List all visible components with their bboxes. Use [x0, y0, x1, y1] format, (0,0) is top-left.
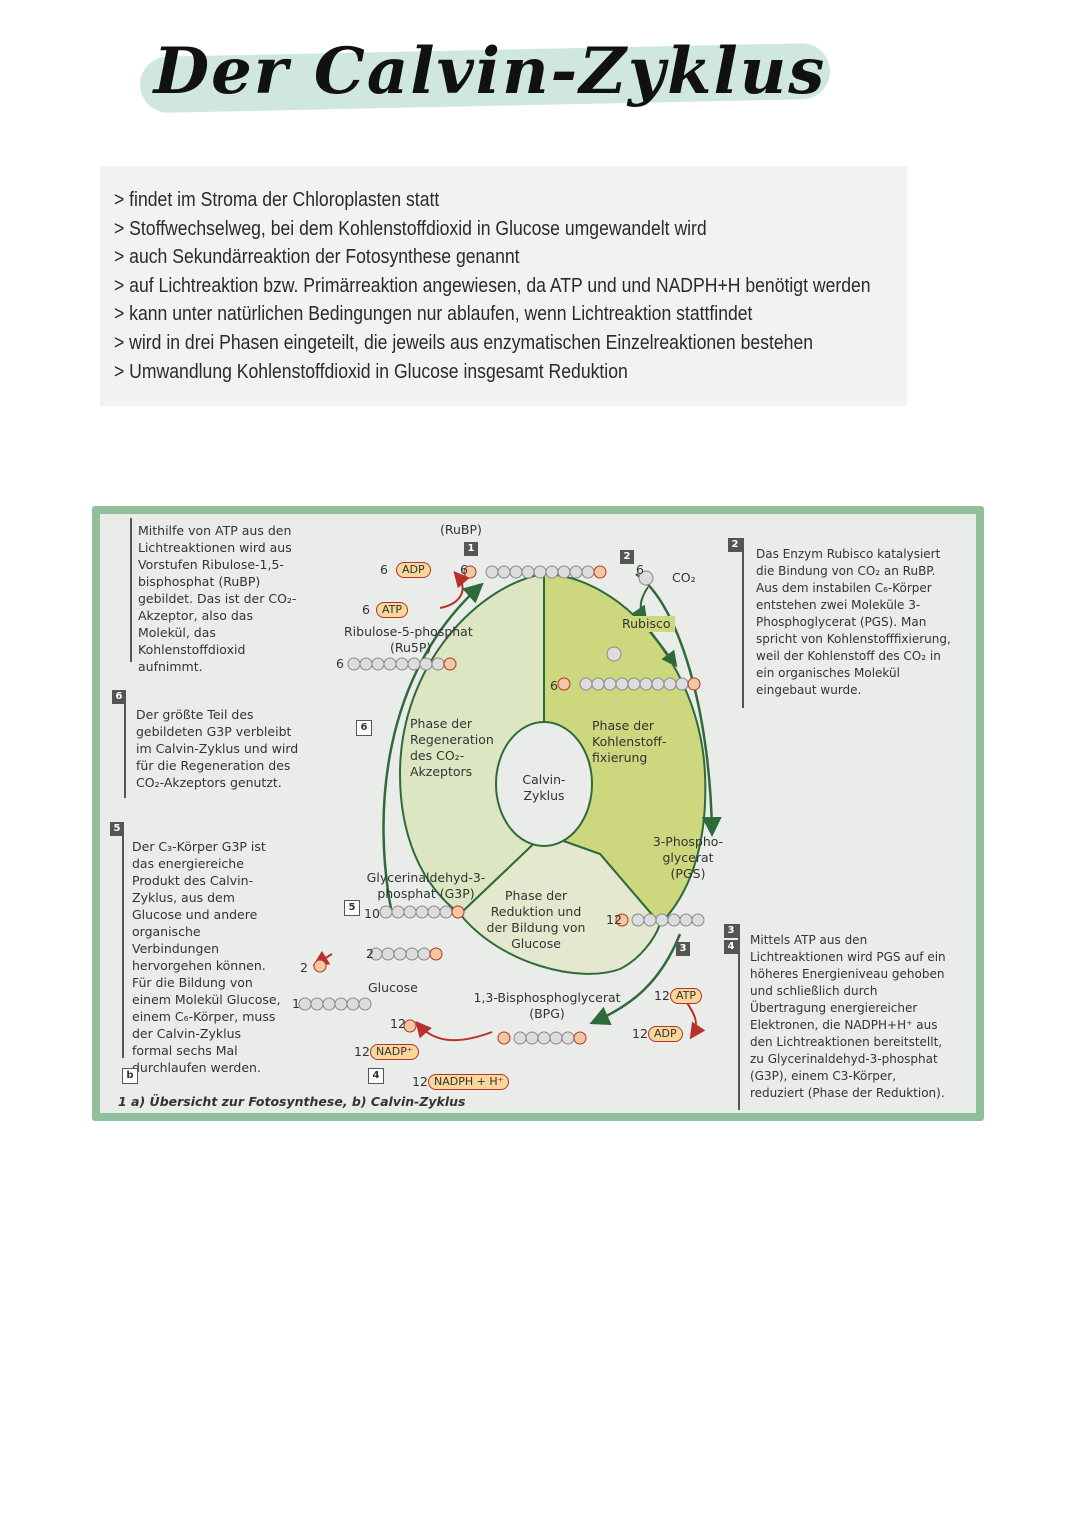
- atp-pill-reduction: ATP: [670, 988, 703, 1004]
- step-badge-4: 4: [368, 1068, 384, 1084]
- step-number-2: 2: [728, 538, 742, 552]
- count-twelve-nadp: 12: [354, 1044, 370, 1059]
- arrow-fixation: [635, 572, 722, 837]
- adp-pill-reduction: ADP: [648, 1026, 683, 1042]
- g3p-label: Glycerinaldehyd-3-phosphat (G3P): [366, 870, 486, 901]
- phosphate-beads: [313, 565, 701, 1045]
- adp-pill: ADP: [396, 562, 431, 578]
- co2-label: CO₂: [672, 570, 696, 585]
- notes-box: > findet im Stroma der Chloroplasten sta…: [100, 166, 907, 406]
- ru5p-label: Ribulose-5-phosphat: [344, 624, 473, 639]
- note-item: > Umwandlung Kohlenstoffdioxid in Glucos…: [114, 360, 628, 383]
- count-six-adp: 6: [380, 562, 388, 577]
- step-number-4: 4: [724, 940, 738, 954]
- phase-reduction-region: [458, 832, 662, 975]
- text-step-6: Der größte Teil des gebildeten G3P verbl…: [136, 707, 299, 790]
- figure-caption: 1 a) Übersicht zur Fotosynthese, b) Calv…: [118, 1094, 466, 1109]
- text-step-5: Der C₃-Körper G3P ist das energiereiche …: [132, 839, 281, 1075]
- text-bar: [742, 538, 744, 708]
- step-badge-1: 1: [464, 542, 478, 556]
- textbook-figure: Mithilfe von ATP aus den Lichtreaktionen…: [92, 506, 984, 1121]
- page-title: Der Calvin-Zyklus: [153, 34, 827, 109]
- count-six-c6: 6: [550, 678, 558, 693]
- count-six-ru5p: 6: [336, 656, 344, 671]
- glucose-label: Glucose: [368, 980, 418, 995]
- arrow-atp-reduction: [684, 999, 706, 1040]
- nadph-pill: NADPH + H⁺: [428, 1074, 510, 1090]
- arrow-atp-adp: [439, 570, 470, 609]
- step-number-6: 6: [112, 690, 126, 704]
- text-step-2: Das Enzym Rubisco katalysiert die Bindun…: [756, 547, 951, 697]
- note-item: > Stoffwechselweg, bei dem Kohlenstoffdi…: [114, 217, 707, 240]
- carbon-bead-co2: [606, 646, 622, 662]
- ru5p-abbr: (Ru5P): [390, 640, 432, 655]
- text-step-1: Mithilfe von ATP aus den Lichtreaktionen…: [138, 523, 297, 674]
- note-item: > findet im Stroma der Chloroplasten sta…: [114, 189, 440, 211]
- step-badge-2: 2: [620, 550, 634, 564]
- count-one-glucose: 1: [292, 996, 300, 1011]
- atp-pill: ATP: [376, 602, 409, 618]
- arrow-reduction: [589, 933, 682, 1026]
- note-item: > kann unter natürlichen Bedingungen nur…: [114, 303, 753, 326]
- count-twelve-p: 12: [390, 1016, 406, 1031]
- count-twelve-atp: 12: [654, 988, 670, 1003]
- count-ten: 10: [364, 906, 380, 921]
- rubp-label: (RuBP): [440, 522, 482, 537]
- arrow-regeneration: [382, 582, 484, 915]
- count-twelve-adp: 12: [632, 1026, 648, 1041]
- text-step-34: Mittels ATP aus den Lichtreaktionen wird…: [750, 933, 946, 1100]
- phase-fixation-label: Phase der Kohlenstoff-fixierung: [592, 718, 667, 765]
- count-six-rubp: 6: [460, 562, 468, 577]
- text-bar: [124, 690, 126, 798]
- count-two-p: 2: [300, 960, 308, 975]
- bpg-label: 1,3-Bisphosphoglycerat (BPG): [473, 990, 621, 1021]
- figure-page: Mithilfe von ATP aus den Lichtreaktionen…: [100, 514, 976, 1113]
- step-number-3: 3: [724, 924, 738, 938]
- title-area: Der Calvin-Zyklus: [130, 22, 850, 122]
- count-twelve-pgs: 12: [606, 912, 622, 927]
- pgs-label: 3-Phospho-glycerat (PGS): [652, 834, 724, 881]
- phase-regeneration-label: Phase der Regeneration des CO₂-Akzeptors: [410, 716, 494, 779]
- count-twelve-nadph: 12: [412, 1074, 428, 1089]
- step-number-5: 5: [110, 822, 124, 836]
- note-item: > wird in drei Phasen eingeteilt, die je…: [114, 331, 814, 354]
- count-six-atp: 6: [362, 602, 370, 617]
- center-circle: [495, 721, 593, 847]
- count-two-g3p: 2: [366, 946, 374, 961]
- note-item: > auch Sekundärreaktion der Fotosynthese…: [114, 246, 520, 269]
- calvin-cycle-diagram: [298, 565, 722, 1045]
- panel-letter: b: [122, 1068, 138, 1084]
- count-six-co2: 6: [636, 562, 644, 577]
- arrow-co2: [631, 586, 649, 623]
- phase-reduction-label: Phase der Reduktion und der Bildung von …: [486, 888, 586, 951]
- rubisco-label: Rubisco: [618, 616, 675, 632]
- text-bar: [122, 822, 124, 1058]
- molecule-chains: [298, 565, 705, 1045]
- co2-bead: [638, 570, 654, 586]
- center-label: Calvin-Zyklus: [522, 772, 566, 803]
- arrow-nadph: [415, 1020, 493, 1042]
- text-bar: [738, 924, 740, 1110]
- text-bar: [130, 518, 132, 662]
- notes-list: > findet im Stroma der Chloroplasten sta…: [114, 186, 907, 386]
- step-badge-6: 6: [356, 720, 372, 736]
- step-badge-3: 3: [676, 942, 690, 956]
- note-item: > auf Lichtreaktion bzw. Primärreaktion …: [114, 274, 871, 297]
- step-badge-5: 5: [344, 900, 360, 916]
- nadp-pill: NADP⁺: [370, 1044, 419, 1060]
